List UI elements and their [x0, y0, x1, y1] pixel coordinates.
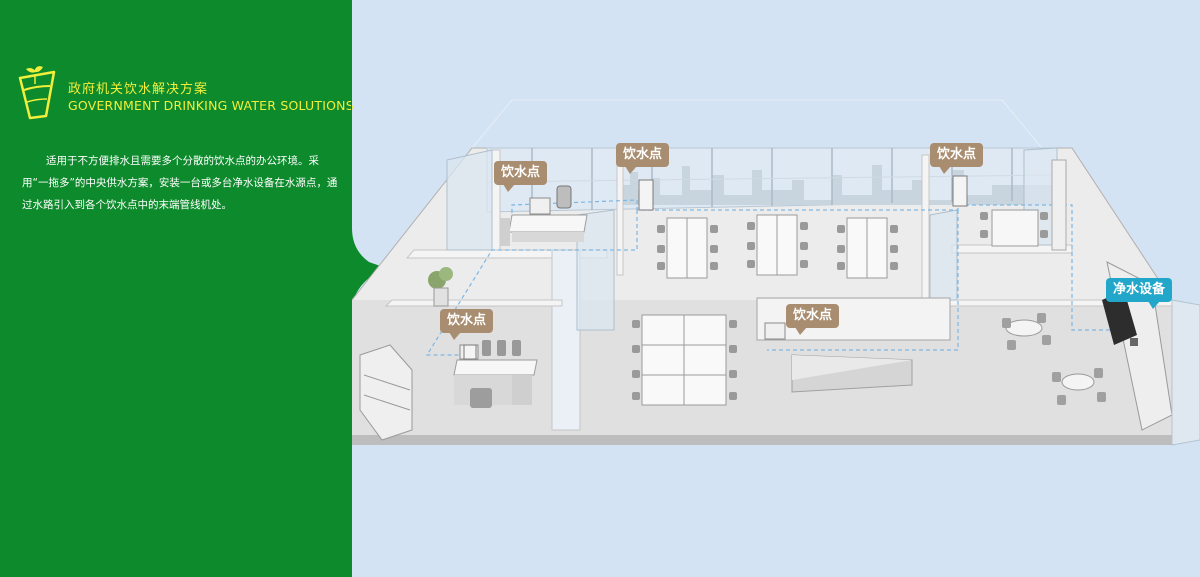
- description-text: 适用于不方便排水且需要多个分散的饮水点的办公环境。采用“一拖多”的中央供水方案，…: [22, 155, 338, 211]
- executive-office-top: [500, 185, 588, 246]
- left-info-panel: 政府机关饮水解决方案 GOVERNMENT DRINKING WATER SOL…: [0, 0, 354, 577]
- drinking-point-callout-3: 饮水点: [930, 143, 984, 174]
- lounge-area: [1002, 313, 1106, 405]
- glass-walls: [446, 147, 1058, 331]
- conference-room: [980, 159, 1067, 251]
- pantry-counter: [1102, 261, 1173, 431]
- water-dispensers: [463, 175, 968, 360]
- water-pipeline: [425, 199, 1123, 356]
- title-english: GOVERNMENT DRINKING WATER SOLUTIONS: [68, 98, 354, 113]
- drinking-point-callout-1: 饮水点: [494, 161, 548, 192]
- ceiling-lines: [471, 99, 1043, 149]
- desk-clusters: [632, 214, 898, 406]
- drinking-point-callout-2: 饮水点: [616, 143, 670, 174]
- purifier-callout: 净水设备: [1106, 278, 1173, 309]
- panel-notch: [351, 0, 391, 577]
- water-cup-icon: [18, 66, 56, 120]
- title-chinese: 政府机关饮水解决方案: [68, 82, 209, 97]
- drinking-point-callout-4: 饮水点: [440, 309, 494, 340]
- drinking-point-callout-5: 饮水点: [786, 304, 840, 335]
- office-floor-plan: [352, 99, 1200, 446]
